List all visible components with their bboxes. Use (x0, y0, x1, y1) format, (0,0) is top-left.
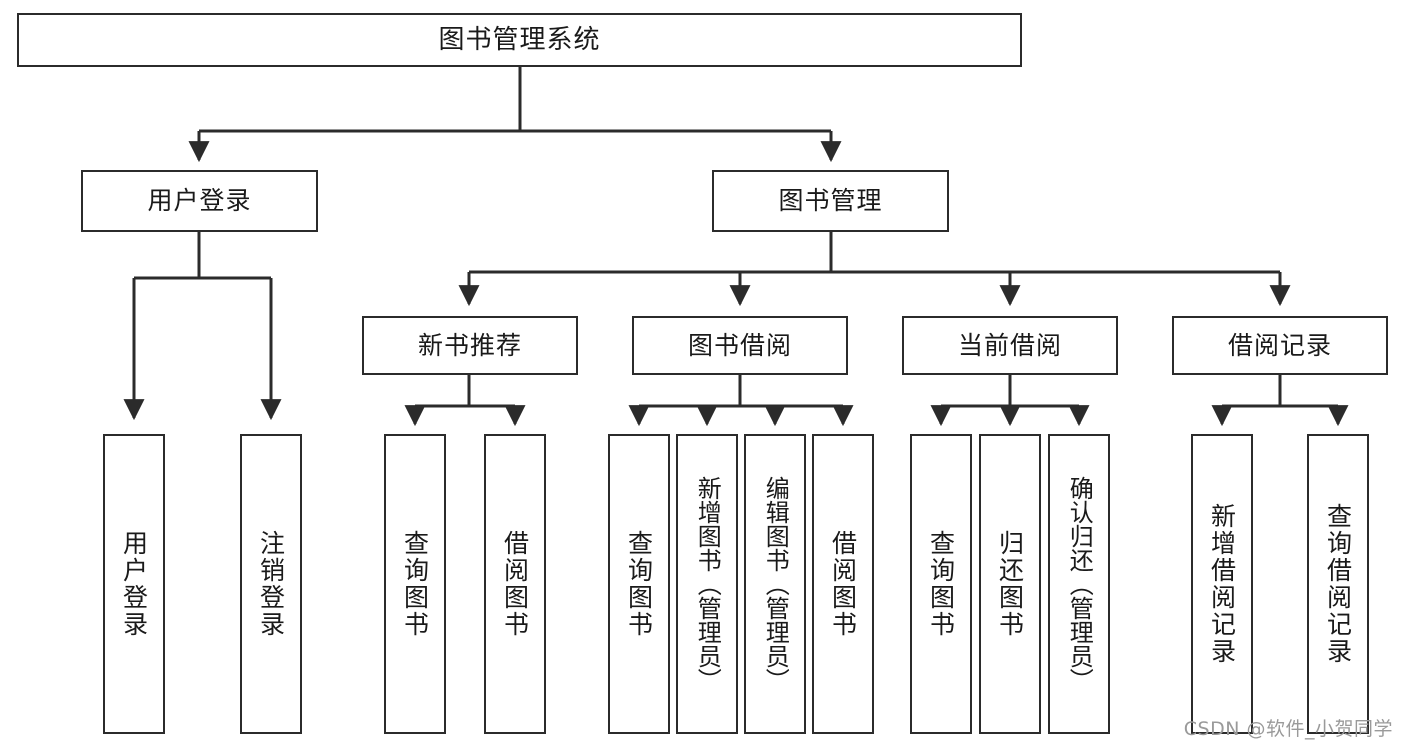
node-leaf-edit-book[interactable]: 编辑图书（管理员） (744, 434, 806, 734)
node-label: 借阅图书 (828, 530, 858, 638)
node-label: 借阅记录 (1227, 330, 1332, 360)
node-root-system[interactable]: 图书管理系统 (17, 13, 1022, 67)
node-label: 当前借阅 (957, 330, 1062, 360)
node-book-manage[interactable]: 图书管理 (712, 170, 949, 232)
node-leaf-user-login[interactable]: 用户登录 (103, 434, 165, 734)
node-label: 查询借阅记录 (1323, 503, 1353, 665)
node-leaf-borrow-book-2[interactable]: 借阅图书 (812, 434, 874, 734)
node-label: 编辑图书（管理员） (761, 476, 790, 692)
node-leaf-query-book-3[interactable]: 查询图书 (910, 434, 972, 734)
node-new-book-recommend[interactable]: 新书推荐 (362, 316, 578, 375)
node-label: 归还图书 (995, 530, 1025, 638)
node-leaf-confirm-return[interactable]: 确认归还（管理员） (1048, 434, 1110, 734)
csdn-watermark: CSDN @软件_小贺同学 (1183, 718, 1393, 740)
node-user-login[interactable]: 用户登录 (81, 170, 318, 232)
node-current-borrow[interactable]: 当前借阅 (902, 316, 1118, 375)
node-label: 查询图书 (624, 530, 654, 638)
node-leaf-query-book-2[interactable]: 查询图书 (608, 434, 670, 734)
node-leaf-add-book[interactable]: 新增图书（管理员） (676, 434, 738, 734)
node-leaf-borrow-book-1[interactable]: 借阅图书 (484, 434, 546, 734)
node-label: 借阅图书 (500, 530, 530, 638)
node-label: 新增借阅记录 (1207, 503, 1237, 665)
node-label: 新书推荐 (417, 330, 522, 360)
node-leaf-query-book-1[interactable]: 查询图书 (384, 434, 446, 734)
node-label: 用户登录 (119, 530, 149, 638)
node-label: 图书管理系统 (438, 24, 601, 55)
node-borrow-record[interactable]: 借阅记录 (1172, 316, 1388, 375)
node-label: 图书管理 (778, 186, 883, 216)
node-leaf-add-record[interactable]: 新增借阅记录 (1191, 434, 1253, 734)
node-label: 用户登录 (147, 186, 252, 216)
node-leaf-return-book[interactable]: 归还图书 (979, 434, 1041, 734)
node-book-borrow[interactable]: 图书借阅 (632, 316, 848, 375)
node-label: 确认归还（管理员） (1065, 476, 1094, 692)
node-label: 查询图书 (400, 530, 430, 638)
node-label: 新增图书（管理员） (693, 476, 722, 692)
node-label: 图书借阅 (687, 330, 792, 360)
node-leaf-query-record[interactable]: 查询借阅记录 (1307, 434, 1369, 734)
node-leaf-logout-login[interactable]: 注销登录 (240, 434, 302, 734)
node-label: 注销登录 (256, 530, 286, 638)
node-label: 查询图书 (926, 530, 956, 638)
